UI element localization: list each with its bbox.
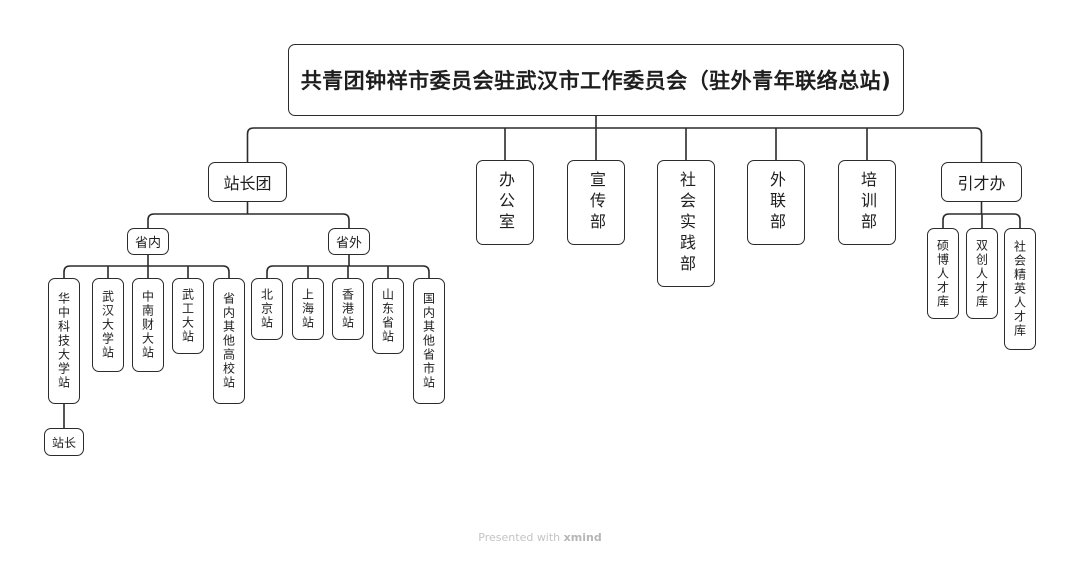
node-label: 香港站 [340, 288, 355, 330]
footer-watermark: Presented with xmind [0, 531, 1080, 544]
node-peixunbu[interactable]: 培训部 [838, 160, 896, 245]
node-station-head[interactable]: 站长 [44, 428, 84, 456]
node-label: 国内其他省市站 [421, 292, 436, 390]
root-label: 共青团钟祥市委员会驻武汉市工作委员会（驻外青年联络总站) [300, 69, 892, 93]
node-other-province-station[interactable]: 国内其他省市站 [413, 278, 445, 404]
node-wailianbu[interactable]: 外联部 [747, 160, 805, 245]
root-node[interactable]: 共青团钟祥市委员会驻武汉市工作委员会（驻外青年联络总站) [288, 44, 904, 116]
node-label: 省外 [335, 236, 362, 251]
node-label: 培训部 [858, 171, 877, 234]
node-zuel-station[interactable]: 中南财大站 [132, 278, 164, 372]
node-hust-station[interactable]: 华中科技大学站 [48, 278, 80, 404]
node-shandong-station[interactable]: 山东省站 [372, 278, 404, 354]
node-shehuishijianbu[interactable]: 社会实践部 [657, 160, 715, 287]
node-wtu-station[interactable]: 武工大站 [172, 278, 204, 354]
node-label: 武汉大学站 [100, 290, 115, 360]
node-label: 省内 [134, 236, 161, 251]
node-master-phd-talent-pool[interactable]: 硕博人才库 [927, 228, 959, 319]
node-whu-station[interactable]: 武汉大学站 [92, 278, 124, 372]
node-label: 站长 [51, 435, 76, 450]
connector-sn [63, 255, 230, 278]
node-yincaiban[interactable]: 引才办 [941, 162, 1022, 202]
connector-ycb [942, 202, 1021, 228]
node-label: 山东省站 [380, 288, 395, 344]
node-label: 社会精英人才库 [1012, 240, 1027, 338]
node-elite-talent-pool[interactable]: 社会精英人才库 [1004, 228, 1036, 350]
node-label: 华中科技大学站 [56, 292, 71, 390]
node-bangongshi[interactable]: 办公室 [476, 160, 534, 245]
node-beijing-station[interactable]: 北京站 [251, 278, 283, 340]
connector-root [246, 116, 983, 162]
node-xuanchuanbu[interactable]: 宣传部 [567, 160, 625, 245]
node-label: 武工大站 [180, 288, 195, 344]
node-label: 双创人才库 [974, 238, 989, 309]
node-label: 中南财大站 [140, 290, 155, 360]
node-label: 宣传部 [587, 171, 606, 234]
node-label: 硕博人才库 [935, 238, 950, 309]
connector-sw [266, 255, 430, 278]
footer-prefix: Presented with [478, 531, 561, 544]
node-label: 引才办 [957, 174, 1006, 193]
node-zhanzhangtuan[interactable]: 站长团 [208, 162, 287, 202]
node-label: 社会实践部 [677, 171, 696, 276]
node-shengwai[interactable]: 省外 [328, 228, 370, 255]
node-label: 站长团 [223, 174, 272, 193]
node-shengnei[interactable]: 省内 [127, 228, 169, 255]
node-hongkong-station[interactable]: 香港站 [332, 278, 364, 340]
node-label: 外联部 [767, 171, 786, 234]
node-label: 上海站 [300, 288, 315, 330]
node-other-campus-station[interactable]: 省内其他高校站 [213, 278, 245, 404]
node-label: 办公室 [496, 171, 515, 234]
node-innovation-talent-pool[interactable]: 双创人才库 [966, 228, 998, 319]
connector-zzt [147, 202, 350, 228]
footer-brand: xmind [563, 531, 602, 544]
node-label: 北京站 [259, 288, 274, 330]
node-label: 省内其他高校站 [221, 292, 236, 390]
node-shanghai-station[interactable]: 上海站 [292, 278, 324, 340]
